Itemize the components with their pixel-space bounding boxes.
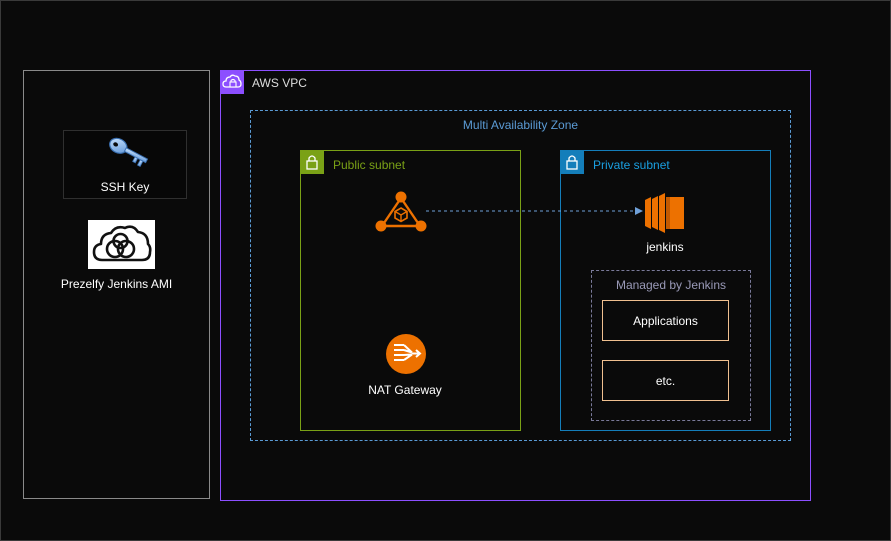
nat-gateway-label: NAT Gateway [368, 383, 442, 397]
nat-gateway-icon[interactable] [385, 333, 427, 380]
availability-zone-group[interactable] [250, 110, 791, 441]
private-subnet-label: Private subnet [593, 158, 670, 172]
public-subnet-label: Public subnet [333, 158, 406, 172]
etc-box[interactable]: etc. [602, 360, 729, 401]
ami-label: Prezelfy Jenkins AMI [60, 277, 173, 291]
prezelfy-logo-icon[interactable] [88, 220, 155, 269]
key-icon [104, 136, 150, 179]
ec2-instances-icon[interactable] [643, 192, 687, 239]
public-subnet-group[interactable] [300, 150, 521, 431]
vpc-label: AWS VPC [252, 76, 307, 90]
ssh-key-label: SSH Key [100, 180, 150, 194]
jenkins-label: jenkins [646, 240, 684, 254]
public-subnet-lock-icon [300, 150, 324, 174]
api-gateway-endpoint-icon[interactable] [375, 190, 427, 239]
vpc-cloud-icon [220, 70, 244, 94]
vpc-group[interactable] [220, 70, 811, 501]
availability-zone-label: Multi Availability Zone [462, 118, 579, 132]
resources-panel [23, 70, 210, 499]
private-subnet-group[interactable] [560, 150, 771, 431]
managed-by-jenkins-label: Managed by Jenkins [615, 278, 727, 292]
managed-by-jenkins-group[interactable] [591, 270, 751, 421]
applications-box[interactable]: Applications [602, 300, 729, 341]
private-subnet-lock-icon [560, 150, 584, 174]
ssh-key-card[interactable]: SSH Key [63, 130, 187, 199]
